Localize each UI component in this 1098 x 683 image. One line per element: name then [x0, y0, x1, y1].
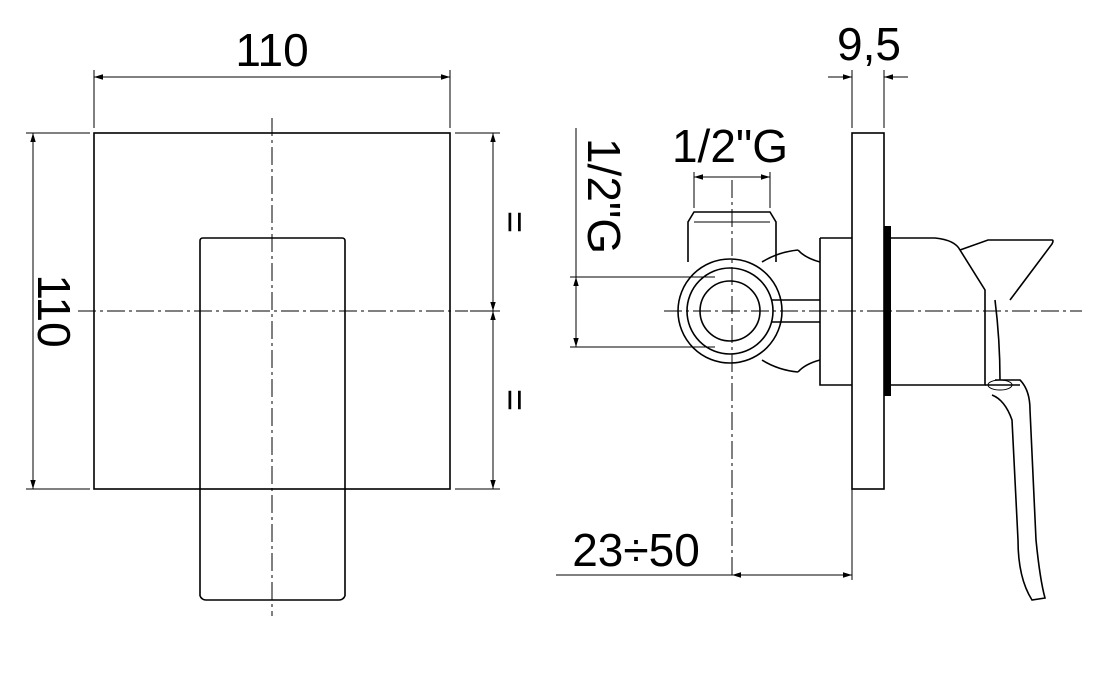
top-inlet — [687, 180, 777, 575]
equal-lower-label: = — [493, 389, 535, 411]
front-height-label: 110 — [28, 274, 80, 347]
front-height-dimension: 110 — [26, 132, 90, 490]
side-connection-label: 1/2"G — [578, 138, 630, 254]
depth-range-dimension: 23÷50 — [556, 489, 853, 580]
side-view: 9,5 1/2"G 1/2"G 23÷50 — [556, 18, 1082, 601]
side-outlet — [664, 258, 1082, 364]
plate-thickness-dimension: 9,5 — [828, 18, 908, 128]
side-handle-body — [891, 237, 1054, 386]
equal-spacing-dimension: = = — [455, 132, 535, 490]
equal-upper-label: = — [493, 211, 535, 233]
side-lever — [987, 299, 1047, 601]
valve-body — [761, 237, 852, 386]
front-width-label: 110 — [235, 24, 308, 76]
top-connection-dimension: 1/2"G — [672, 120, 788, 208]
plate-thickness-label: 9,5 — [837, 18, 901, 70]
front-view: 110 110 = = — [26, 24, 535, 616]
front-width-dimension: 110 — [93, 24, 451, 128]
side-connection-dimension: 1/2"G — [570, 128, 715, 348]
top-connection-label: 1/2"G — [672, 120, 788, 172]
depth-range-label: 23÷50 — [572, 524, 700, 576]
seal-strip — [884, 226, 891, 396]
